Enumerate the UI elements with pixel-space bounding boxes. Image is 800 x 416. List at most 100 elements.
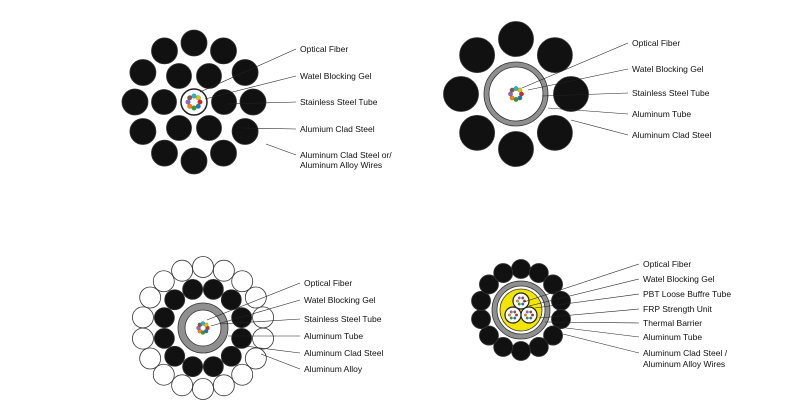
- optical-fiber: [509, 95, 515, 101]
- wire-strand: [252, 327, 274, 350]
- optical-fiber: [531, 313, 534, 317]
- wire-strand: [202, 356, 224, 378]
- component-label: Alumium Clad Steel: [300, 124, 375, 134]
- component-label: Watel Blocking Gel: [300, 71, 372, 81]
- optical-fiber: [513, 316, 517, 320]
- wire-strand: [220, 345, 242, 367]
- optical-fiber: [529, 316, 533, 320]
- wire-strand: [536, 114, 573, 151]
- wire-strand: [129, 59, 157, 86]
- wire-strand: [231, 307, 253, 329]
- pbt-loose-buffer-tube: [504, 306, 522, 324]
- wire-strand: [220, 289, 242, 311]
- wire-strand: [553, 76, 589, 112]
- wire-strand: [479, 274, 499, 295]
- wire-strand: [151, 89, 177, 115]
- wire-strand: [528, 337, 549, 357]
- component-label: Aluminum Clad Steel or/: [300, 150, 392, 160]
- wire-strand: [171, 374, 194, 397]
- component-label: Optical Fiber: [300, 44, 348, 54]
- wire-strand: [152, 270, 175, 293]
- wire-strand: [479, 325, 499, 346]
- wire-strand: [182, 278, 204, 300]
- optical-fiber: [525, 310, 529, 314]
- wire-strand: [536, 37, 573, 74]
- wire-strand: [211, 89, 237, 115]
- wire-strand: [493, 263, 514, 283]
- wire-strand: [511, 341, 531, 361]
- component-label: Watel Blocking Gel: [643, 274, 715, 284]
- leader-line: [544, 321, 640, 324]
- wire-strand: [212, 259, 235, 282]
- optical-fiber: [508, 313, 511, 317]
- component-label: Aluminum Tube: [643, 332, 702, 342]
- pbt-loose-buffer-tube: [520, 306, 538, 324]
- leader-line: [220, 318, 301, 325]
- optical-fiber: [517, 95, 523, 101]
- leader-line: [244, 345, 301, 354]
- component-label: Aluminum Clad Steel /: [643, 348, 728, 358]
- wire-strand: [121, 88, 149, 116]
- wire-strand: [164, 345, 186, 367]
- leader-line: [204, 75, 297, 100]
- wire-strand: [180, 147, 208, 175]
- leader-line: [528, 278, 640, 307]
- wire-strand: [471, 290, 491, 311]
- wire-strand: [498, 21, 534, 57]
- component-label: Aluminum Clad Steel: [304, 348, 383, 358]
- wire-strand: [231, 59, 259, 86]
- leader-line: [534, 293, 640, 309]
- leader-line: [549, 325, 640, 338]
- wire-strand: [166, 115, 192, 141]
- component-label: Aluminum Tube: [304, 331, 363, 341]
- stainless-steel-tube: [184, 309, 222, 347]
- component-label: Aluminum Alloy Wires: [300, 160, 382, 170]
- component-label: Stainless Steel Tube: [632, 88, 710, 98]
- optical-fiber: [513, 86, 519, 91]
- wire-strand: [132, 306, 154, 329]
- wire-strand: [192, 378, 214, 400]
- wire-strand: [231, 363, 254, 386]
- component-label: Aluminum Alloy Wires: [643, 359, 725, 369]
- wire-strand: [231, 327, 253, 349]
- wire-strand: [129, 118, 157, 145]
- wire-strand: [192, 256, 214, 278]
- component-label: Stainless Steel Tube: [300, 97, 378, 107]
- leader-line: [206, 282, 301, 321]
- component-label: PBT Loose Buffre Tube: [643, 289, 731, 299]
- leader-line: [562, 333, 640, 354]
- component-label: Optical Fiber: [643, 259, 691, 269]
- leader-line: [265, 143, 297, 156]
- leader-line: [547, 107, 629, 115]
- optical-fiber: [513, 310, 517, 314]
- wire-strand: [151, 37, 178, 65]
- wire-strand: [543, 274, 563, 295]
- optical-fiber: [508, 91, 513, 97]
- optical-fiber: [516, 299, 519, 303]
- leader-line: [538, 308, 640, 319]
- wire-strand: [443, 76, 479, 112]
- wire-strand: [210, 37, 237, 65]
- optical-fiber: [191, 93, 197, 99]
- component-label: Optical Fiber: [304, 278, 352, 288]
- wire-strand: [498, 131, 534, 167]
- pbt-loose-buffer-tube: [512, 292, 530, 310]
- wire-strand: [244, 347, 267, 370]
- component-label: Thermal Barrier: [643, 318, 702, 328]
- optical-fiber: [517, 296, 521, 300]
- optical-fiber: [517, 87, 523, 93]
- wire-strand: [212, 374, 235, 397]
- wire-strand: [182, 356, 204, 378]
- optical-fiber: [187, 95, 193, 101]
- component-label: Watel Blocking Gel: [632, 64, 704, 74]
- optical-fiber: [185, 99, 191, 105]
- wire-strand: [151, 139, 178, 167]
- optical-fiber: [509, 316, 513, 320]
- wire-strand: [152, 363, 175, 386]
- wire-strand: [459, 37, 496, 74]
- leader-line: [260, 353, 301, 370]
